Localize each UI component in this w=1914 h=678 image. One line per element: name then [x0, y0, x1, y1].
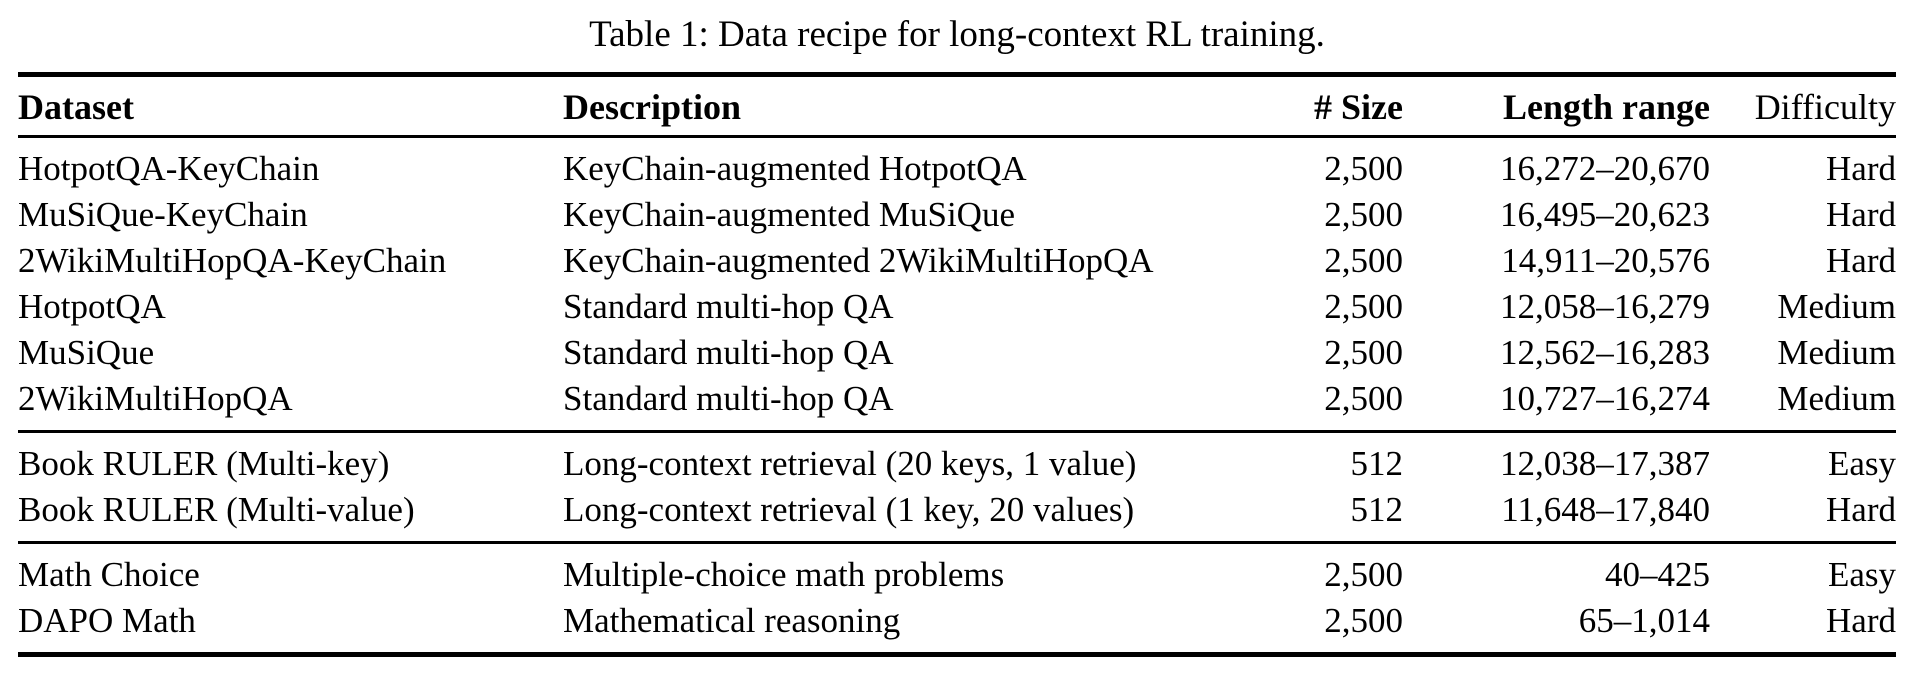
column-header-length-range: Length range: [1403, 74, 1710, 138]
table-group-math: Math Choice Multiple-choice math problem…: [18, 542, 1896, 655]
cell-length-range: 10,727–16,274: [1500, 379, 1710, 418]
cell-size: 512: [1350, 444, 1404, 483]
table-group-keychain-qa: HotpotQA-KeyChain KeyChain-augmented Hot…: [18, 137, 1896, 432]
cell-size: 512: [1350, 490, 1404, 529]
table-row: Book RULER (Multi-value) Long-context re…: [18, 487, 1896, 543]
cell-dataset: Book RULER (Multi-value): [18, 490, 415, 529]
cell-description: Standard multi-hop QA: [563, 287, 894, 326]
cell-size: 2,500: [1324, 555, 1403, 594]
cell-size: 2,500: [1324, 195, 1403, 234]
cell-size: 2,500: [1324, 287, 1403, 326]
cell-dataset: 2WikiMultiHopQA-KeyChain: [18, 241, 447, 280]
cell-difficulty: Medium: [1777, 287, 1896, 326]
cell-difficulty: Hard: [1826, 490, 1896, 529]
cell-difficulty: Hard: [1826, 195, 1896, 234]
cell-difficulty: Medium: [1777, 379, 1896, 418]
table-row: MuSiQue Standard multi-hop QA 2,500 12,5…: [18, 330, 1896, 376]
column-header-dataset: Dataset: [18, 74, 563, 138]
cell-dataset: Book RULER (Multi-key): [18, 444, 390, 483]
table-group-book-ruler: Book RULER (Multi-key) Long-context retr…: [18, 431, 1896, 543]
cell-difficulty: Hard: [1826, 149, 1896, 188]
cell-length-range: 16,272–20,670: [1500, 149, 1710, 188]
table-row: Book RULER (Multi-key) Long-context retr…: [18, 432, 1896, 488]
table-row: HotpotQA Standard multi-hop QA 2,500 12,…: [18, 284, 1896, 330]
column-header-difficulty: Difficulty: [1710, 74, 1896, 138]
table-caption: Table 1: Data recipe for long-context RL…: [589, 14, 1325, 55]
cell-dataset: MuSiQue: [18, 333, 155, 372]
table-row: MuSiQue-KeyChain KeyChain-augmented MuSi…: [18, 192, 1896, 238]
cell-size: 2,500: [1324, 379, 1403, 418]
cell-description: Standard multi-hop QA: [563, 333, 894, 372]
cell-size: 2,500: [1324, 601, 1403, 640]
cell-description: Long-context retrieval (20 keys, 1 value…: [563, 444, 1137, 483]
cell-description: Long-context retrieval (1 key, 20 values…: [563, 490, 1135, 529]
cell-dataset: DAPO Math: [18, 601, 196, 640]
cell-description: KeyChain-augmented 2WikiMultiHopQA: [563, 241, 1154, 280]
cell-dataset: Math Choice: [18, 555, 200, 594]
table-row: DAPO Math Mathematical reasoning 2,500 6…: [18, 598, 1896, 655]
cell-length-range: 11,648–17,840: [1501, 490, 1710, 529]
cell-dataset: 2WikiMultiHopQA: [18, 379, 293, 418]
cell-length-range: 16,495–20,623: [1500, 195, 1710, 234]
cell-length-range: 12,562–16,283: [1500, 333, 1710, 372]
cell-length-range: 14,911–20,576: [1501, 241, 1710, 280]
cell-description: Mathematical reasoning: [563, 601, 901, 640]
cell-dataset: HotpotQA-KeyChain: [18, 149, 320, 188]
cell-length-range: 65–1,014: [1578, 601, 1710, 640]
cell-difficulty: Easy: [1827, 555, 1896, 594]
table-row: HotpotQA-KeyChain KeyChain-augmented Hot…: [18, 137, 1896, 193]
cell-dataset: MuSiQue-KeyChain: [18, 195, 308, 234]
cell-difficulty: Easy: [1827, 444, 1896, 483]
cell-difficulty: Hard: [1826, 601, 1896, 640]
cell-length-range: 12,058–16,279: [1500, 287, 1710, 326]
cell-difficulty: Medium: [1777, 333, 1896, 372]
column-header-size: # Size: [1178, 74, 1403, 138]
cell-length-range: 12,038–17,387: [1500, 444, 1710, 483]
cell-dataset: HotpotQA: [18, 287, 166, 326]
cell-size: 2,500: [1324, 241, 1403, 280]
cell-length-range: 40–425: [1605, 555, 1710, 594]
column-header-description: Description: [563, 74, 1178, 138]
cell-difficulty: Hard: [1826, 241, 1896, 280]
cell-size: 2,500: [1324, 149, 1403, 188]
table-header-row: Dataset Description # Size Length range …: [18, 74, 1896, 138]
data-recipe-table: Dataset Description # Size Length range …: [18, 72, 1896, 657]
cell-description: Standard multi-hop QA: [563, 379, 894, 418]
cell-description: KeyChain-augmented HotpotQA: [563, 149, 1027, 188]
cell-description: KeyChain-augmented MuSiQue: [563, 195, 1015, 234]
cell-description: Multiple-choice math problems: [563, 555, 1005, 594]
table-row: 2WikiMultiHopQA-KeyChain KeyChain-augmen…: [18, 238, 1896, 284]
table-row: 2WikiMultiHopQA Standard multi-hop QA 2,…: [18, 376, 1896, 432]
table-row: Math Choice Multiple-choice math problem…: [18, 543, 1896, 599]
cell-size: 2,500: [1324, 333, 1403, 372]
